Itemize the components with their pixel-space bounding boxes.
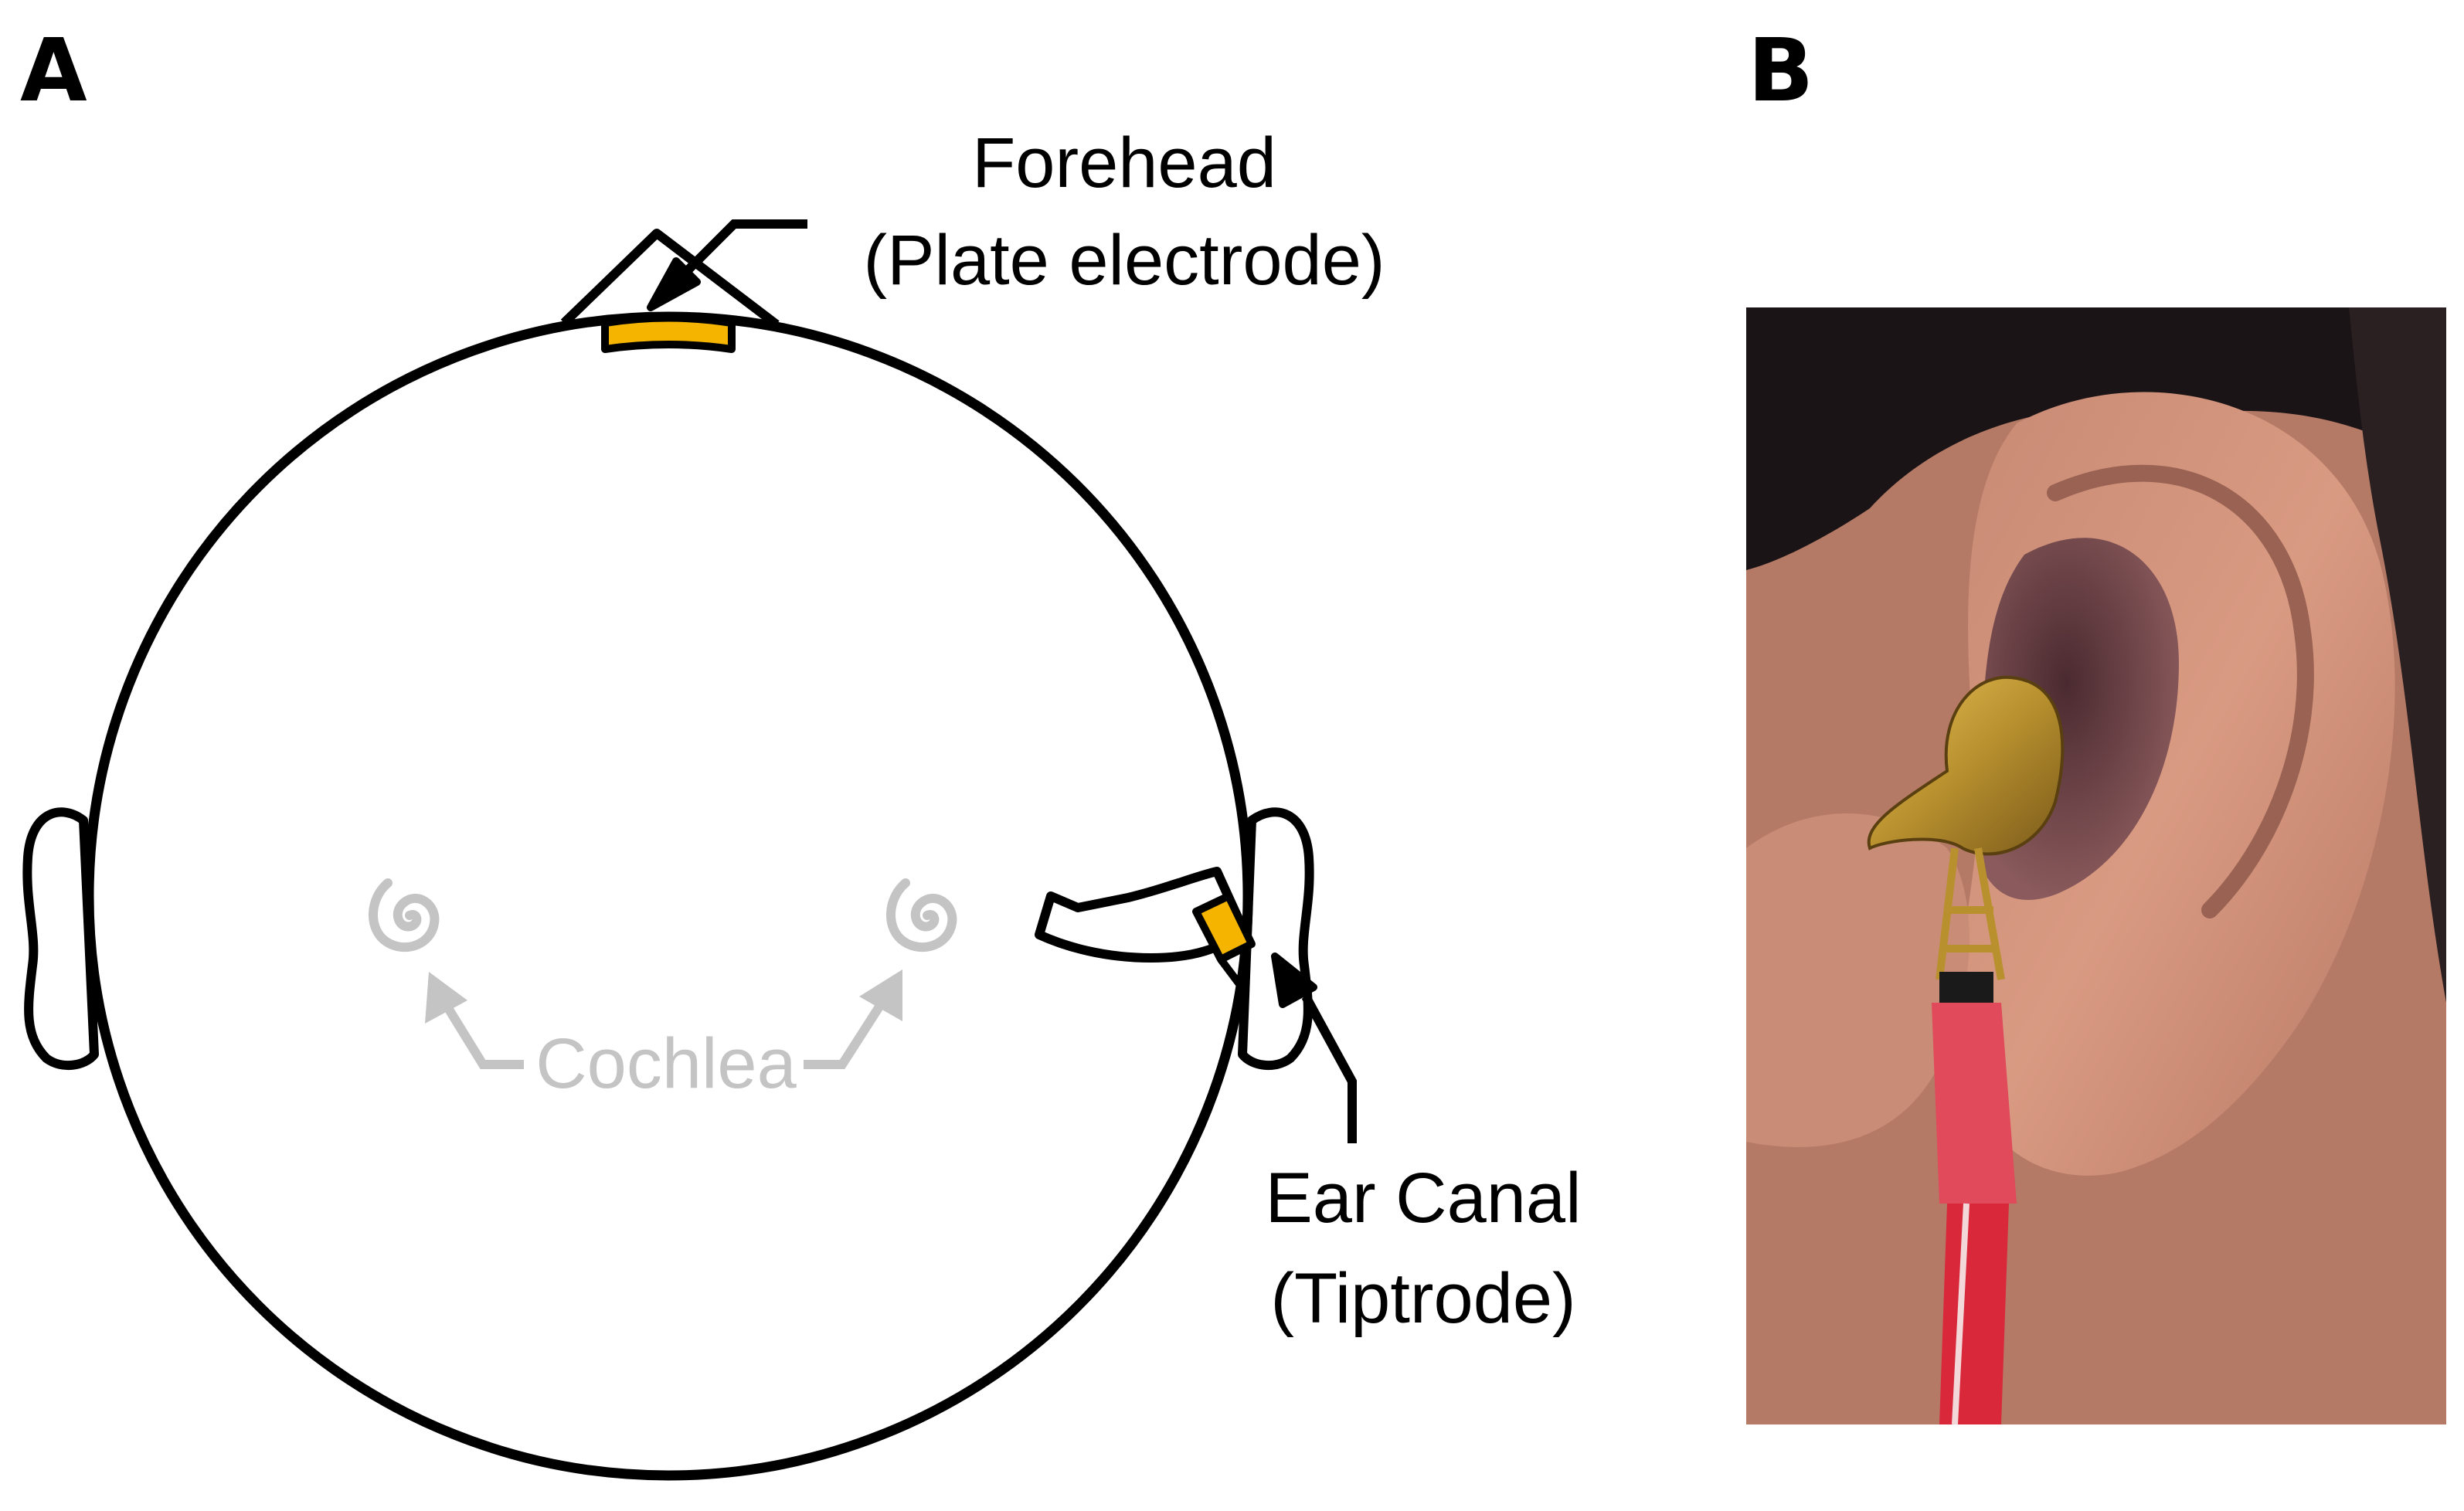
tiptrode-wire — [1218, 957, 1247, 993]
tiptrode-foam-tip — [1867, 675, 2065, 856]
cochlea-left-pointer — [444, 1005, 524, 1069]
white-wire — [1952, 1203, 1970, 1424]
tiptrode-clip — [1936, 847, 2005, 980]
hair-right — [2349, 307, 2446, 1003]
cochlea-right-pointer — [804, 1001, 885, 1069]
cochlea-label: Cochlea — [535, 1024, 797, 1103]
forehead-label: Forehead — [972, 124, 1276, 202]
forehead-pointer-line — [676, 219, 807, 282]
left-ear — [22, 807, 99, 1071]
forehead-arrowhead — [647, 257, 701, 311]
tiptrode-tube — [1035, 867, 1249, 963]
ear-inner-fold — [2047, 464, 2314, 918]
red-cable-sleeve — [1932, 1003, 2017, 1204]
tiptrode-connector — [1939, 972, 1993, 1003]
tiptrode-electrode — [1192, 892, 1256, 963]
panel-b-letter: B — [1748, 21, 1814, 121]
cochlea-left-arrowhead — [425, 972, 467, 1024]
hair — [1746, 307, 2446, 570]
cochlea-left-icon — [369, 878, 440, 952]
ear-tragus — [1746, 813, 1970, 1147]
ear-canal-label: Ear Canal — [1265, 1159, 1581, 1238]
forehead-sublabel: (Plate electrode) — [864, 221, 1385, 300]
ear-canal-sublabel: (Tiptrode) — [1270, 1259, 1575, 1338]
ear-tiptrode-photo — [1746, 307, 2446, 1424]
forehead-plate-electrode — [601, 314, 736, 353]
cochlea-right-arrowhead — [859, 969, 902, 1021]
red-cable — [1939, 1204, 2009, 1424]
panel-a-letter: A — [20, 21, 87, 121]
head-outline — [83, 311, 1253, 1481]
ear-canal-pointer-line — [1301, 994, 1357, 1143]
cochlea-right-icon — [886, 878, 957, 952]
ear-canal-arrowhead — [1271, 952, 1317, 1008]
